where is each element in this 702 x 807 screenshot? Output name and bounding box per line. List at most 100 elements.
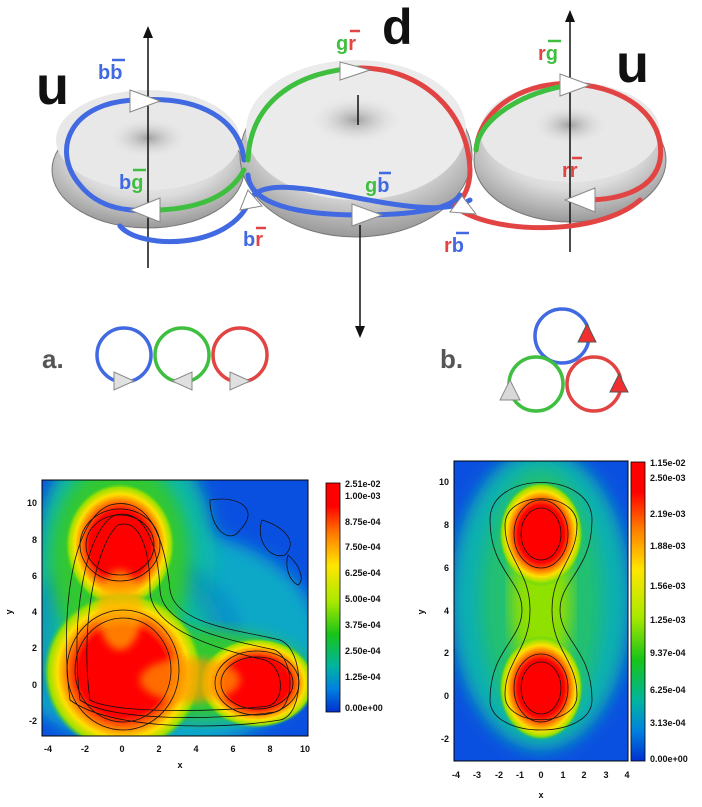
hl-cb-4: 6.25e-04 bbox=[345, 568, 381, 578]
hr-ytick-3: 4 bbox=[444, 606, 449, 616]
hl-cb-6: 3.75e-04 bbox=[345, 620, 381, 630]
label-bg-a: b bbox=[119, 172, 131, 194]
arrowhead-8 bbox=[563, 187, 596, 213]
hr-xtick-2: -2 bbox=[495, 770, 503, 780]
heatmap-right-field bbox=[454, 461, 628, 750]
panel-b-label: b. bbox=[440, 344, 463, 374]
arrowhead-2 bbox=[128, 197, 161, 223]
loop-label-rr: rr bbox=[562, 156, 582, 182]
hl-ytick-0: 10 bbox=[27, 498, 37, 508]
hl-xtick-7: 10 bbox=[300, 744, 310, 754]
hl-xtick-4: 4 bbox=[193, 744, 198, 754]
hl-cb-0: 2.51e-02 bbox=[345, 479, 381, 489]
hr-cb-2: 2.19e-03 bbox=[650, 509, 686, 519]
hl-ytick-1: 8 bbox=[32, 535, 37, 545]
hr-xtick-0: -4 bbox=[452, 770, 460, 780]
hl-ytick-2: 6 bbox=[32, 571, 37, 581]
peak-left-right bbox=[199, 638, 308, 728]
hl-xtick-6: 8 bbox=[267, 744, 272, 754]
loop-label-bb: bb bbox=[98, 58, 125, 84]
panel-a-arrow-1 bbox=[113, 371, 136, 391]
heatmap-right-colorbar-labels: 1.15e-02 2.50e-03 2.19e-03 1.88e-03 1.56… bbox=[650, 458, 688, 764]
axis-left bbox=[143, 26, 153, 268]
hl-cb-8: 1.25e-04 bbox=[345, 672, 381, 682]
heatmap-left-ylabel: y bbox=[4, 609, 14, 614]
hr-xtick-6: 2 bbox=[581, 770, 586, 780]
heatmap-left-xlabel: x bbox=[177, 760, 182, 770]
quark-schematic: u d u bb bg br gr gb rg rr bbox=[36, 0, 667, 338]
peak-right-top bbox=[499, 482, 583, 586]
hr-xtick-4: 0 bbox=[538, 770, 543, 780]
arrowhead-1 bbox=[129, 89, 162, 113]
hl-xtick-1: -2 bbox=[81, 744, 89, 754]
hr-xtick-3: -1 bbox=[516, 770, 524, 780]
panel-b-arrow-3 bbox=[609, 372, 629, 393]
loop-label-rb: rb bbox=[444, 231, 469, 257]
hr-ytick-5: 0 bbox=[444, 691, 449, 701]
heatmap-left-x-ticks: -4 -2 0 2 4 6 8 10 bbox=[44, 744, 310, 754]
loop-right-red bbox=[473, 81, 664, 203]
hr-cb-3: 1.88e-03 bbox=[650, 541, 686, 551]
arrowhead-3 bbox=[339, 61, 372, 81]
heatmap-right-xlabel: x bbox=[538, 790, 543, 800]
hr-ytick-1: 8 bbox=[444, 520, 449, 530]
loop-mid-green bbox=[245, 65, 363, 163]
panel-b-arrow-2 bbox=[499, 378, 521, 401]
panel-a-red-ring bbox=[211, 326, 269, 384]
svg-text:rr: rr bbox=[562, 160, 578, 182]
heatmap-right-frame bbox=[453, 460, 629, 762]
panel-a-arrow-3 bbox=[229, 371, 252, 391]
label-br-b: r bbox=[255, 229, 263, 251]
hl-xtick-3: 2 bbox=[156, 744, 161, 754]
heatmap-left: 10 8 6 4 2 0 -2 -4 -2 0 2 4 6 8 10 x y 2… bbox=[4, 479, 383, 770]
heatmap-left-colorbar bbox=[325, 482, 341, 713]
loop-label-gb: gb bbox=[365, 171, 391, 197]
label-gb-a: g bbox=[365, 175, 377, 197]
hl-xtick-2: 0 bbox=[119, 744, 124, 754]
heatmap-left-y-ticks: 10 8 6 4 2 0 -2 bbox=[27, 498, 37, 726]
panel-b-arrow-1 bbox=[577, 322, 597, 343]
axis-middle bbox=[355, 225, 365, 338]
label-rb-b: b bbox=[452, 235, 464, 257]
loop-label-bg: bg bbox=[119, 168, 146, 194]
hr-cb-7: 6.25e-04 bbox=[650, 685, 686, 695]
hr-cb-4: 1.56e-03 bbox=[650, 581, 686, 591]
svg-text:bb: bb bbox=[98, 62, 122, 84]
hr-cb-0: 1.15e-02 bbox=[650, 458, 686, 468]
loop-right-green bbox=[473, 81, 578, 153]
heatmap-right-y-ticks: 10 8 6 4 2 0 -2 bbox=[439, 477, 449, 744]
loop-left-blue bbox=[64, 97, 163, 214]
hr-cb-5: 1.25e-03 bbox=[650, 615, 686, 625]
quark-label-left: u bbox=[36, 56, 69, 116]
loop-left-blue-top bbox=[137, 97, 247, 163]
hl-cb-2: 8.75e-04 bbox=[345, 517, 381, 527]
label-gr-b: r bbox=[348, 33, 356, 55]
svg-text:gb: gb bbox=[365, 175, 389, 197]
peak-left-top bbox=[65, 483, 175, 607]
svg-text:bg: bg bbox=[119, 172, 143, 194]
quark-label-middle: d bbox=[382, 0, 413, 55]
label-gb-b: b bbox=[377, 175, 389, 197]
heatmap-left-colorbar-labels: 2.51e-02 1.00e-03 8.75e-04 7.50e-04 6.25… bbox=[345, 479, 383, 713]
disk-middle bbox=[239, 60, 473, 238]
loop-label-gr: gr bbox=[336, 29, 360, 55]
arrowhead-4 bbox=[351, 203, 384, 227]
label-gr-a: g bbox=[336, 33, 348, 55]
hl-cb-3: 7.50e-04 bbox=[345, 542, 381, 552]
hl-ytick-3: 4 bbox=[32, 607, 37, 617]
label-br-a: b bbox=[243, 229, 255, 251]
hl-ytick-4: 2 bbox=[32, 643, 37, 653]
svg-text:rg: rg bbox=[538, 43, 558, 65]
hr-xtick-5: 1 bbox=[560, 770, 565, 780]
label-rg-a: r bbox=[538, 43, 546, 65]
label-rb-a: r bbox=[444, 235, 452, 257]
hl-ytick-6: -2 bbox=[29, 716, 37, 726]
hl-cb-7: 2.50e-04 bbox=[345, 646, 381, 656]
hl-cb-1: 1.00e-03 bbox=[345, 491, 381, 501]
svg-text:gr: gr bbox=[336, 33, 356, 55]
loop-lower-red bbox=[457, 197, 643, 231]
hl-xtick-0: -4 bbox=[44, 744, 52, 754]
panel-a-label: a. bbox=[42, 344, 64, 374]
hr-ytick-4: 2 bbox=[444, 648, 449, 658]
